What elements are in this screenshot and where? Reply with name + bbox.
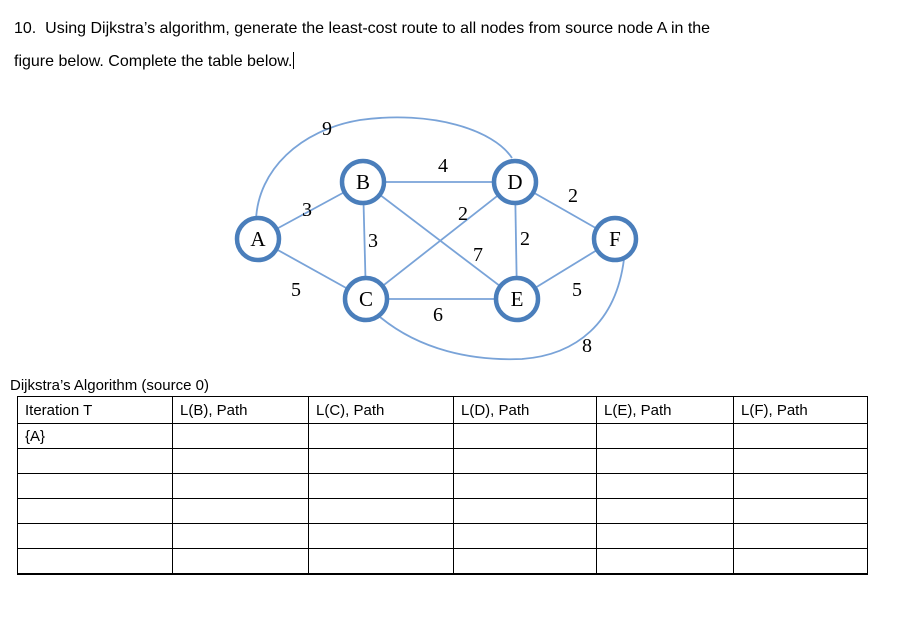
table-cell-r1-c0[interactable] <box>17 448 173 474</box>
table-header-col-4: L(E), Path <box>596 396 734 424</box>
edge-weight-CD: 2 <box>458 203 468 225</box>
node-label-A: A <box>250 227 266 251</box>
table-row-2 <box>17 473 868 499</box>
table-cell-r5-c3[interactable] <box>453 548 597 574</box>
table-cell-r1-c3[interactable] <box>453 448 597 474</box>
node-circle-C <box>342 275 390 323</box>
table-row-3 <box>17 498 868 524</box>
node-label-E: E <box>511 287 524 311</box>
edge-weight-BE: 7 <box>473 244 483 266</box>
edge-weight-DF: 2 <box>568 185 578 207</box>
node-label-D: D <box>507 170 522 194</box>
node-circle-E <box>493 275 541 323</box>
table-row-5 <box>17 548 868 574</box>
question-line-2: figure below. Complete the table below. <box>14 45 894 78</box>
table-cell-r2-c5[interactable] <box>733 473 868 499</box>
table-cell-r0-c4[interactable] <box>596 423 734 449</box>
table-cell-r0-c1[interactable] <box>172 423 309 449</box>
table-cell-r4-c3[interactable] <box>453 523 597 549</box>
table-cell-r2-c3[interactable] <box>453 473 597 499</box>
edge-weight-EF: 5 <box>572 279 582 301</box>
table-cell-r1-c4[interactable] <box>596 448 734 474</box>
edge-weight-CE: 6 <box>433 304 443 326</box>
node-circle-A <box>234 215 282 263</box>
edge-weight-BD: 4 <box>438 155 448 177</box>
table-cell-r3-c1[interactable] <box>172 498 309 524</box>
edge-weight-BC: 3 <box>368 230 378 252</box>
node-circle-F <box>591 215 639 263</box>
edge-CD <box>365 181 516 300</box>
edge-weight-AB: 3 <box>302 199 312 221</box>
table-cell-r4-c4[interactable] <box>596 523 734 549</box>
table-cell-r2-c1[interactable] <box>172 473 309 499</box>
table-cell-r3-c4[interactable] <box>596 498 734 524</box>
table-cell-r4-c5[interactable] <box>733 523 868 549</box>
table-cell-r2-c0[interactable] <box>17 473 173 499</box>
edge-weight-DE: 2 <box>520 228 530 250</box>
edge-CF <box>379 258 625 361</box>
table-cell-r5-c2[interactable] <box>308 548 454 574</box>
node-circle-D <box>491 158 539 206</box>
table-cell-r3-c3[interactable] <box>453 498 597 524</box>
table-cell-r1-c2[interactable] <box>308 448 454 474</box>
table-header-col-2: L(C), Path <box>308 396 454 424</box>
table-cell-r4-c2[interactable] <box>308 523 454 549</box>
table-cell-r4-c1[interactable] <box>172 523 309 549</box>
table-cell-r2-c4[interactable] <box>596 473 734 499</box>
edge-AD <box>255 116 513 221</box>
table-cell-r2-c2[interactable] <box>308 473 454 499</box>
edge-weight-AC: 5 <box>291 279 301 301</box>
table-cell-r0-c2[interactable] <box>308 423 454 449</box>
question-text-block[interactable]: 10. Using Dijkstra’s algorithm, generate… <box>14 12 894 78</box>
table-cell-r1-c1[interactable] <box>172 448 309 474</box>
table-row-4 <box>17 523 868 549</box>
table-cell-r5-c1[interactable] <box>172 548 309 574</box>
table-row-0: {A} <box>17 423 868 449</box>
table-header-col-3: L(D), Path <box>453 396 597 424</box>
table-cell-r1-c5[interactable] <box>733 448 868 474</box>
table-cell-r5-c5[interactable] <box>733 548 868 574</box>
table-row-1 <box>17 448 868 474</box>
table-cell-r3-c0[interactable] <box>17 498 173 524</box>
table-cell-r5-c0[interactable] <box>17 548 173 574</box>
table-cell-r0-c0[interactable]: {A} <box>17 423 173 449</box>
table-header-col-5: L(F), Path <box>733 396 868 424</box>
table-cell-r0-c3[interactable] <box>453 423 597 449</box>
node-circle-B <box>339 158 387 206</box>
table-header-col-1: L(B), Path <box>172 396 309 424</box>
edge-weight-CF: 8 <box>582 335 592 357</box>
table-caption: Dijkstra’s Algorithm (source 0) <box>10 377 209 394</box>
table-cell-r3-c5[interactable] <box>733 498 868 524</box>
table-cell-r0-c5[interactable] <box>733 423 868 449</box>
edge-weight-AD: 9 <box>322 118 332 140</box>
text-caret <box>293 52 295 69</box>
question-line-2-text: figure below. Complete the table below. <box>14 53 293 70</box>
question-line-1: 10. Using Dijkstra’s algorithm, generate… <box>14 20 711 37</box>
table-cell-r5-c4[interactable] <box>596 548 734 574</box>
table-header-col-0: Iteration T <box>17 396 173 424</box>
node-label-B: B <box>356 170 370 194</box>
node-label-C: C <box>359 287 373 311</box>
table-cell-r4-c0[interactable] <box>17 523 173 549</box>
node-label-F: F <box>609 227 621 251</box>
table-cell-r3-c2[interactable] <box>308 498 454 524</box>
